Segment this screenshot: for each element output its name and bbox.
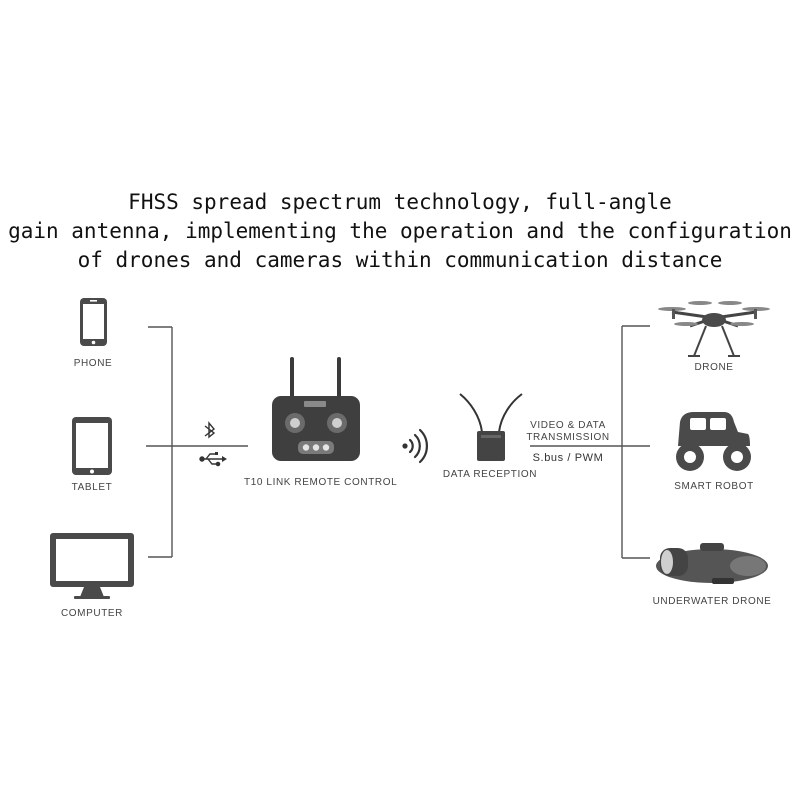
tablet-icon: [72, 417, 112, 475]
phone-label: PHONE: [73, 358, 113, 369]
protocol-label: S.bus / PWM: [532, 452, 604, 464]
phone-icon: [80, 298, 107, 346]
underwater-drone-label: UNDERWATER DRONE: [652, 596, 772, 607]
remote-control-label: T10 LINK REMOTE CONTROL: [244, 477, 398, 488]
remote-control-icon: [272, 357, 360, 461]
wireless-signal-icon: [402, 428, 428, 464]
output-bracket: [621, 325, 650, 559]
smart-robot-icon: [676, 412, 751, 471]
drone-label: DRONE: [694, 362, 734, 373]
headline-line-1: FHSS spread spectrum technology, full-an…: [128, 190, 672, 214]
headline: FHSS spread spectrum technology, full-an…: [0, 188, 800, 275]
computer-icon: [50, 533, 134, 599]
transmission-label-line-1: VIDEO & DATA: [530, 420, 606, 431]
transmission-label-line-2: TRANSMISSION: [526, 432, 610, 443]
tablet-label: TABLET: [71, 482, 113, 493]
receiver-icon: [459, 393, 523, 461]
underwater-drone-icon: [656, 543, 768, 584]
bluetooth-icon: [204, 421, 216, 439]
input-bracket: [146, 326, 248, 558]
headline-line-2: gain antenna, implementing the operation…: [8, 219, 792, 243]
computer-label: COMPUTER: [60, 608, 124, 619]
headline-line-3: of drones and cameras within communicati…: [77, 248, 723, 272]
data-reception-label: DATA RECEPTION: [442, 469, 538, 480]
usb-icon: [199, 452, 227, 467]
drone-icon: [658, 301, 770, 357]
smart-robot-label: SMART ROBOT: [674, 481, 754, 492]
